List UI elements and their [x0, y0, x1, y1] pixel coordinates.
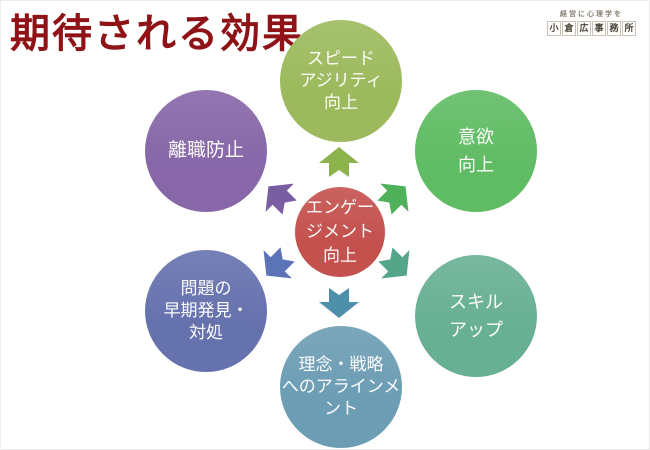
circle-alignment-text: 理念・戦略 へのアラインメ ント [282, 354, 401, 420]
circle-text-line: エンゲー [306, 198, 374, 217]
circle-text-line: 問題の [180, 279, 232, 298]
circle-text-line: 向上 [323, 246, 357, 265]
circle-skill-up: スキル アップ [415, 255, 537, 377]
logo-name: 小 倉 広 事 務 所 [547, 21, 636, 36]
circle-engagement: エンゲー ジメント 向上 [295, 187, 385, 277]
logo-char: 事 [592, 21, 606, 36]
page-title: 期待される効果 [10, 11, 304, 56]
circle-text-line: へのアラインメ [281, 377, 401, 396]
arrow-bottom-left-icon [263, 247, 295, 279]
circle-text-line: ジメント [306, 222, 374, 241]
logo-char: 務 [607, 21, 621, 36]
logo-char: 所 [622, 21, 636, 36]
circle-text-line: 離職防止 [167, 140, 244, 161]
circle-text-line: 理念・戦略 [298, 355, 384, 374]
circle-text-line: 対処 [189, 323, 223, 342]
circle-retention: 離職防止 [145, 90, 267, 212]
circle-text-line: スキル [449, 292, 503, 312]
circle-retention-text: 離職防止 [168, 139, 244, 163]
logo-char: 広 [577, 21, 591, 36]
circle-motivation-text: 意欲 向上 [458, 123, 494, 179]
arrow-top-left-icon [265, 183, 297, 215]
circle-text-line: ント [324, 399, 358, 418]
logo-char: 小 [547, 21, 561, 36]
circle-alignment: 理念・戦略 へのアラインメ ント [280, 326, 402, 448]
company-logo: 経営に心理学を 小 倉 広 事 務 所 [547, 9, 636, 36]
arrow-bottom-right-icon [378, 247, 410, 279]
arrow-top-right-icon [377, 183, 409, 215]
circle-speed-agility-text: スピード アジリティ 向上 [299, 48, 382, 114]
circle-text-line: スピード [307, 49, 375, 68]
circle-text-line: 向上 [458, 155, 494, 175]
circle-speed-agility: スピード アジリティ 向上 [280, 20, 402, 142]
logo-tagline: 経営に心理学を [560, 11, 623, 18]
circle-skill-up-text: スキル アップ [449, 288, 503, 344]
circle-problem-detection-text: 問題の 早期発見・ 対処 [164, 278, 249, 344]
circle-problem-detection: 問題の 早期発見・ 対処 [145, 250, 267, 372]
circle-engagement-text: エンゲー ジメント 向上 [306, 196, 374, 268]
circle-text-line: アジリティ [299, 71, 383, 90]
arrow-up-icon [319, 147, 359, 177]
logo-char: 倉 [562, 21, 576, 36]
circle-text-line: アップ [449, 320, 503, 340]
circle-motivation: 意欲 向上 [415, 90, 537, 212]
circle-text-line: 向上 [324, 93, 358, 112]
circle-text-line: 意欲 [458, 127, 494, 147]
circle-text-line: 早期発見・ [163, 301, 249, 320]
arrow-down-icon [319, 288, 359, 318]
